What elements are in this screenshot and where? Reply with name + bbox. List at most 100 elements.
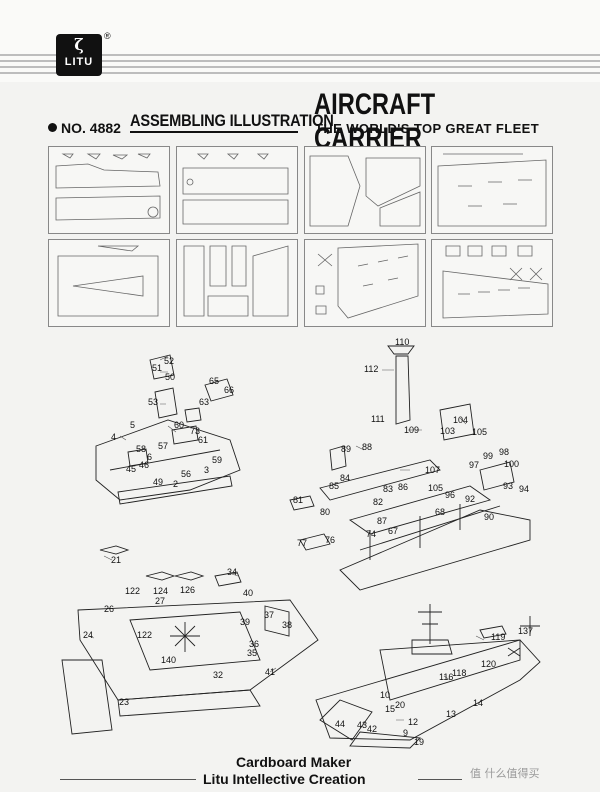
- part-label: 80: [320, 507, 330, 517]
- part-label: 34: [227, 567, 237, 577]
- model-text: NO. 4882: [61, 120, 121, 136]
- part-label: 63: [199, 397, 209, 407]
- litu-logo: ζ LITU: [56, 34, 102, 76]
- part-label: 51: [152, 363, 162, 373]
- part-label: 65: [209, 376, 219, 386]
- footer-rule-right: [418, 779, 462, 780]
- part-label: 84: [340, 473, 350, 483]
- part-label: 122: [125, 586, 140, 596]
- part-label: 36: [249, 639, 259, 649]
- part-label: 10: [380, 690, 390, 700]
- part-label: 40: [243, 588, 253, 598]
- part-label: 26: [104, 604, 114, 614]
- step-hull-side: [61, 545, 319, 735]
- logo-text: LITU: [64, 56, 94, 68]
- part-label: 86: [398, 482, 408, 492]
- part-label: 23: [119, 697, 129, 707]
- part-label: 107: [425, 465, 440, 475]
- part-label: 118: [452, 668, 466, 678]
- part-label: 122: [137, 630, 152, 640]
- watermark: 值 什么值得买: [470, 767, 540, 780]
- header-stripe: [0, 54, 600, 56]
- cardboard-sheet: [176, 146, 298, 234]
- part-label: 9: [403, 728, 408, 738]
- part-label: 3: [204, 465, 209, 475]
- part-label: 21: [111, 555, 121, 565]
- part-number-labels: 52 51 50 65 66 53 63 5 4 60 57 58 73 61 …: [83, 337, 533, 747]
- part-label: 50: [165, 372, 175, 382]
- part-label: 49: [153, 477, 163, 487]
- part-label: 92: [465, 494, 475, 504]
- part-label: 99: [483, 451, 493, 461]
- part-label: 73: [190, 426, 200, 436]
- sheet-parts-drawing: [55, 153, 549, 319]
- part-label: 96: [445, 490, 455, 500]
- part-label: 112: [364, 364, 378, 374]
- part-label: 83: [383, 484, 393, 494]
- part-label: 14: [473, 698, 483, 708]
- part-label: 87: [377, 516, 387, 526]
- part-label: 41: [265, 667, 275, 677]
- part-label: 89: [341, 444, 351, 454]
- part-label: 57: [158, 441, 168, 451]
- part-label: 93: [503, 481, 513, 491]
- part-label: 45: [126, 464, 136, 474]
- part-label: 116: [439, 672, 453, 682]
- part-label: 109: [404, 425, 419, 435]
- bullet-icon: [48, 123, 57, 132]
- part-label: 119: [491, 632, 505, 642]
- part-label: 97: [469, 460, 479, 470]
- part-label: 124: [153, 586, 168, 596]
- part-label: 103: [440, 426, 455, 436]
- part-label: 77: [297, 538, 307, 548]
- part-label: 59: [212, 455, 222, 465]
- part-label: 44: [335, 719, 345, 729]
- part-label: 66: [224, 385, 234, 395]
- part-label: 90: [484, 512, 494, 522]
- header-stripe: [0, 72, 600, 74]
- step-deck-frame: [289, 345, 531, 591]
- part-label: 81: [293, 495, 303, 505]
- part-label: 37: [264, 610, 274, 620]
- part-label: 74: [366, 529, 376, 539]
- part-label: 6: [147, 452, 152, 462]
- part-label: 52: [164, 356, 174, 366]
- part-label: 43: [357, 720, 367, 730]
- part-label: 88: [362, 442, 372, 452]
- part-label: 85: [329, 481, 339, 491]
- header-stripe: [0, 66, 600, 68]
- part-label: 4: [111, 432, 116, 442]
- part-label: 58: [136, 444, 146, 454]
- part-label: 56: [181, 469, 191, 479]
- part-label: 105: [472, 427, 487, 437]
- part-label: 100: [504, 459, 519, 469]
- part-label: 38: [282, 620, 292, 630]
- part-label: 5: [130, 420, 135, 430]
- part-label: 60: [174, 420, 184, 430]
- part-label: 67: [388, 526, 398, 536]
- part-label: 12: [408, 717, 418, 727]
- part-label: 13: [446, 709, 456, 719]
- part-label: 61: [198, 435, 208, 445]
- part-label: 19: [414, 737, 424, 747]
- part-label: 53: [148, 397, 158, 407]
- part-label: 111: [371, 414, 385, 424]
- cardboard-sheet: [176, 239, 298, 327]
- part-label: 140: [161, 655, 176, 665]
- part-label: 39: [240, 617, 250, 627]
- part-label: 105: [428, 483, 443, 493]
- part-label: 104: [453, 415, 468, 425]
- part-label: 27: [155, 596, 165, 606]
- registered-mark: ®: [104, 31, 111, 41]
- footer-company: Litu Intellective Creation: [203, 771, 366, 787]
- part-label: 126: [180, 585, 195, 595]
- logo-glyph: ζ: [74, 35, 84, 54]
- part-label: 15: [385, 704, 395, 714]
- page-subtitle: THE WORLD'S TOP GREAT FLEET: [315, 121, 540, 136]
- part-label: 82: [373, 497, 383, 507]
- part-label: 35: [247, 648, 257, 658]
- cardboard-sheet: [304, 146, 426, 234]
- part-label: 120: [481, 659, 496, 669]
- part-label: 20: [395, 700, 405, 710]
- cardboard-sheet: [48, 239, 170, 327]
